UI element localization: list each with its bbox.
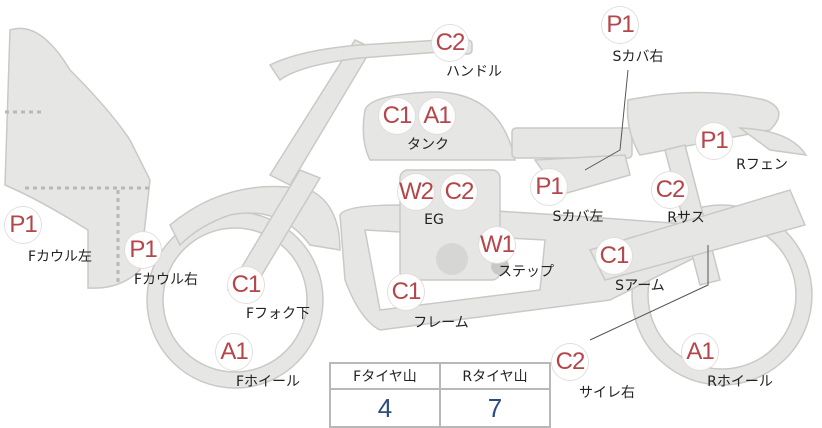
side-cover-left-label: Sカバ左 (552, 209, 604, 225)
engine-badge-0[interactable]: W2 (398, 174, 434, 210)
step-label: ステップ (498, 264, 554, 280)
tank-badge-1[interactable]: A1 (419, 98, 455, 134)
tire-tread-table: Fタイヤ山 Rタイヤ山 4 7 (329, 362, 551, 428)
swing-arm (588, 189, 807, 281)
side-cover-right-label: Sカバ右 (612, 49, 664, 65)
handlebar-label: ハンドル (446, 64, 502, 80)
handlebar-badge-0[interactable]: C2 (432, 25, 468, 61)
side-cover-left-badge-0[interactable]: P1 (531, 169, 567, 205)
rear-shock-badge-0[interactable]: C2 (652, 172, 688, 208)
front-fork-lower-badge-0[interactable]: C1 (228, 267, 264, 303)
front-fork-lower-label: Fフォク下 (245, 306, 311, 322)
rear-fender-badge-0[interactable]: P1 (696, 123, 732, 159)
rear-fender-label: Rフェン (736, 157, 788, 173)
front-cowl-right-label: Fカウル右 (133, 272, 199, 288)
rear-tire-header: Rタイヤ山 (439, 362, 551, 390)
silencer-right-label: サイレ右 (579, 385, 635, 401)
rear-shock-label: Rサス (667, 210, 705, 226)
front-cowl-left-label: Fカウル左 (27, 249, 93, 265)
front-wheel-badge-0[interactable]: A1 (216, 334, 252, 370)
front-cowl-left-badge-0[interactable]: P1 (5, 207, 41, 243)
rear-fender (626, 91, 780, 156)
engine-label: EG (424, 212, 444, 228)
front-cowl-right-badge-0[interactable]: P1 (125, 232, 161, 268)
swing-arm-badge-0[interactable]: C1 (596, 238, 632, 274)
frame-label: フレーム (413, 315, 469, 331)
silencer-right-badge-0[interactable]: C2 (552, 344, 588, 380)
swing-arm-label: Sアーム (615, 278, 665, 294)
front-wheel-label: Fホイール (235, 374, 301, 390)
side-cover-right-badge-0[interactable]: P1 (602, 7, 638, 43)
tank-badge-0[interactable]: C1 (379, 98, 415, 134)
rear-wheel-label: Rホイール (707, 374, 773, 390)
tank-label: タンク (407, 137, 449, 153)
front-tire-value: 4 (329, 388, 441, 428)
front-cowl (4, 27, 151, 289)
frame-badge-0[interactable]: C1 (388, 274, 424, 310)
front-tire-header: Fタイヤ山 (329, 362, 441, 390)
engine-badge-1[interactable]: C2 (441, 174, 477, 210)
rear-wheel-badge-0[interactable]: A1 (682, 334, 718, 370)
step-badge-0[interactable]: W1 (479, 227, 515, 263)
rear-tire-value: 7 (439, 388, 551, 428)
